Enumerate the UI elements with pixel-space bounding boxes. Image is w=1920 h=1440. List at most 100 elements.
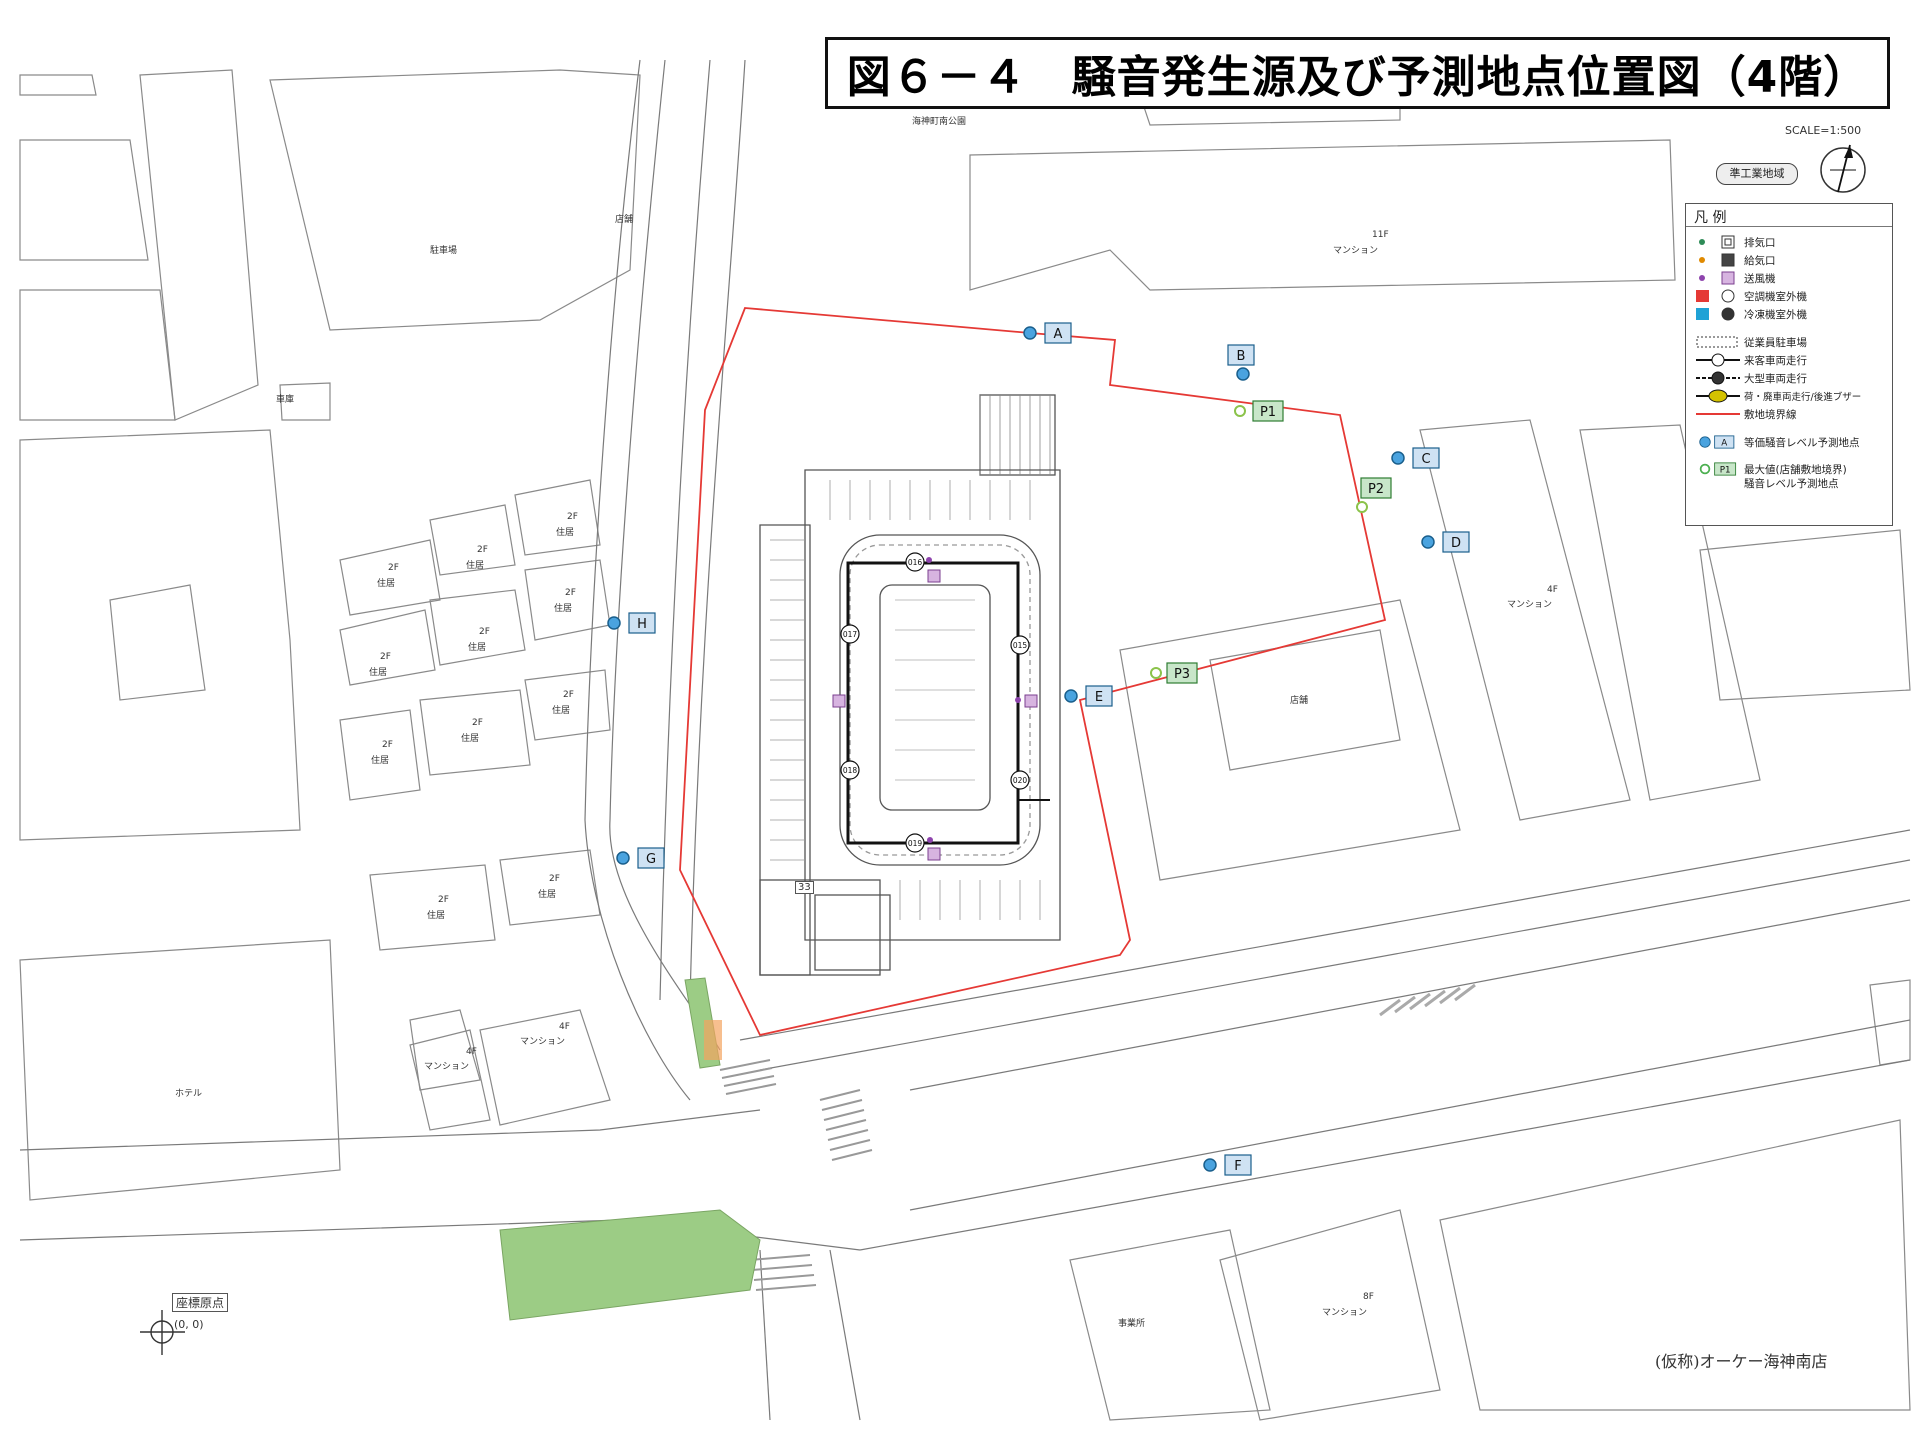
mansion-11f-floor: 11F: [1372, 230, 1389, 240]
point-label-G: G: [646, 852, 656, 867]
mansion-4f-small-label: マンション: [424, 1062, 470, 1072]
legend-label-staff-parking: 従業員駐車場: [1744, 337, 1807, 349]
block-left-3: [19, 429, 301, 841]
legend-divider: [1686, 226, 1892, 227]
blower-4: [927, 847, 941, 861]
legend-label-intake: 給気口: [1744, 255, 1776, 267]
legend-row-blower: 送風機: [1686, 269, 1892, 287]
avenue-edge-3: [909, 899, 1911, 1091]
blower-1: [927, 569, 941, 583]
mansion-8f-floor: 8F: [1363, 1292, 1374, 1302]
roads: [19, 59, 1911, 1421]
mansion-4f-right-floor: 4F: [1547, 585, 1558, 595]
source-33-label: 33: [795, 881, 814, 894]
house-floor-8: 2F: [472, 718, 483, 728]
legend-label-blower: 送風機: [1744, 273, 1776, 285]
max-point-P2: P2: [1356, 477, 1392, 513]
hatch-1: [1379, 983, 1476, 1017]
house-1: [339, 539, 441, 616]
mansion-4f-right: [1419, 419, 1631, 821]
cross-road-1: [19, 1109, 761, 1151]
base-linework: [19, 69, 1911, 1421]
block-left-2: [19, 289, 176, 421]
house-floor-3: 2F: [567, 512, 578, 522]
house-label-11: 住居: [538, 890, 557, 900]
mansion-8f-label: マンション: [1322, 1308, 1368, 1318]
source-circle-016: [905, 552, 925, 572]
svg-text:P1: P1: [1720, 466, 1731, 476]
legend-row-ac: 空調機室外機: [1686, 287, 1892, 305]
max-point-label-box-P3: [1166, 662, 1198, 684]
site-boundary-icon: [1696, 413, 1740, 415]
prediction-point-A: A: [1023, 322, 1072, 344]
legend-row-large: 大型車両走行: [1686, 369, 1892, 387]
office-block: [1069, 1229, 1271, 1421]
equivalent-point-icon: A: [1699, 435, 1735, 449]
office-label: 事業所: [1118, 1319, 1146, 1329]
median-hatch: [1379, 983, 1476, 1017]
point-label-box-B: [1227, 344, 1255, 366]
mansion-4f-mid-floor: 4F: [559, 1022, 570, 1032]
prediction-point-D: D: [1421, 531, 1470, 553]
point-label-box-C: [1412, 447, 1440, 469]
source-label-019: 019: [908, 839, 923, 848]
point-label-box-A: [1044, 322, 1072, 344]
cross-road-3: [829, 1249, 861, 1421]
point-label-box-D: [1442, 531, 1470, 553]
house-7: [339, 709, 421, 801]
exhaust-icon: [1699, 235, 1735, 249]
legend-row-max: P1 最大値(店舗敷地境界) 騒音レベル予測地点: [1686, 460, 1892, 494]
crosswalk-3: [749, 1254, 817, 1291]
store-annex: [759, 879, 881, 976]
compass-arrow: [1844, 145, 1853, 158]
point-label-box-G: [637, 847, 665, 869]
shop-right-label: 店舗: [1290, 696, 1309, 706]
house-label-2: 住居: [466, 561, 485, 571]
inner-court: [879, 584, 991, 811]
hotel-block: [19, 939, 341, 1201]
prediction-point-C: C: [1391, 447, 1440, 469]
source-016: 016: [905, 552, 925, 572]
legend-label-ac: 空調機室外機: [1744, 291, 1807, 303]
max-point-label-P3: P3: [1174, 667, 1190, 682]
scale-label: SCALE=1:500: [1785, 124, 1862, 137]
large-vehicle-icon: [1696, 371, 1740, 385]
house-label-9: 住居: [552, 706, 571, 716]
house-9: [524, 669, 611, 741]
project-name: (仮称)オーケー海神南店: [1655, 1352, 1828, 1371]
hotel-label: ホテル: [175, 1089, 203, 1099]
point-marker-E: [1064, 689, 1078, 703]
legend-row-boundary: 敷地境界線: [1686, 405, 1892, 423]
shop-top-label: 店舗: [615, 215, 634, 225]
house-floor-10: 2F: [438, 895, 449, 905]
legend-label-max-2: 騒音レベル予測地点: [1744, 478, 1839, 490]
house-3: [514, 479, 601, 556]
house-label-4: 住居: [369, 668, 388, 678]
house-floor-5: 2F: [479, 627, 490, 637]
block-top-left: [19, 74, 97, 96]
point-label-A: A: [1054, 327, 1063, 342]
max-point-marker-P2: [1356, 501, 1368, 513]
roof-stairs: [979, 394, 1056, 476]
mansion-11f-label: マンション: [1333, 246, 1379, 256]
parking-lot-label: 駐車場: [430, 246, 458, 256]
mansion-8f-block: [1219, 1209, 1441, 1421]
store-outline-left: [759, 524, 811, 976]
house-floor-9: 2F: [563, 690, 574, 700]
legend-panel: 凡 例 排気口 給気口 送風機 空調機室外機 冷凍機室外機 従業員駐車場 来客車…: [1685, 203, 1893, 526]
prediction-point-F: F: [1203, 1154, 1252, 1176]
legend-row-exhaust: 排気口: [1686, 233, 1892, 251]
intake-icon: [1699, 253, 1735, 267]
max-point-P1: P1: [1234, 400, 1284, 422]
prediction-point-G: G: [616, 847, 665, 869]
blower-dot-2: [1015, 697, 1021, 703]
block-edge-right: [1869, 979, 1911, 1066]
source-017: 017: [840, 624, 860, 644]
mansion-4f-mid-label: マンション: [520, 1037, 566, 1047]
source-label-016: 016: [908, 558, 923, 567]
point-label-E: E: [1095, 690, 1103, 705]
point-marker-A: [1023, 326, 1037, 340]
max-point-label-box-P2: [1360, 477, 1392, 499]
avenue-edge-5: [859, 1059, 1911, 1251]
